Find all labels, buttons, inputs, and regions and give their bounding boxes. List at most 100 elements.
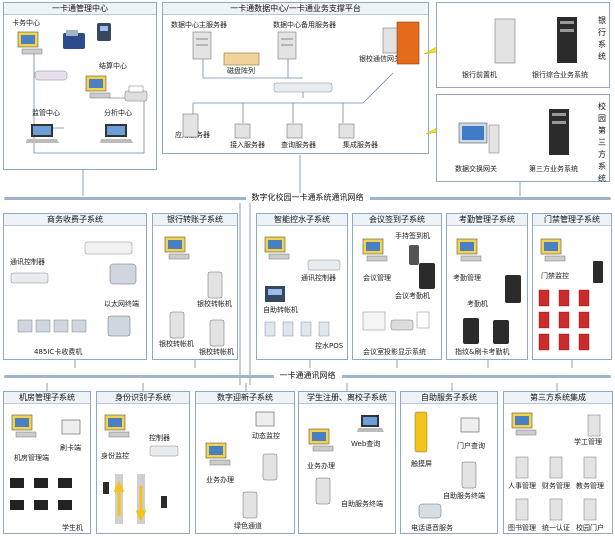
panel-title: 智能控水子系统 <box>257 214 347 226</box>
workstation-icon <box>456 238 482 262</box>
label-attendance-machine: 考勤机 <box>467 300 488 308</box>
label-transfer-2: 银校转帐机 <box>159 340 194 348</box>
monitor-icon <box>460 417 480 433</box>
card-management-center-panel: 一卡通管理中心 卡务中心 结算中心 监管中心 分析中心 <box>3 2 157 170</box>
label-third-business: 第三方业务系统 <box>529 165 578 173</box>
label-integration-server: 集成服务器 <box>343 141 378 149</box>
bank-system-panel: 银行系统 银行前置机 银行综合业务系统 <box>436 2 610 88</box>
handheld-device-icon <box>409 245 419 265</box>
label-identity-monitor: 身份监控 <box>101 452 129 460</box>
label-web-query: Web查询 <box>351 440 381 448</box>
kiosk-icon <box>207 271 223 299</box>
label-projection: 会议室投影显示系统 <box>363 348 426 356</box>
panel-title: 身份识别子系统 <box>97 392 189 404</box>
label-controller: 控制器 <box>149 434 170 442</box>
card-printer-icon <box>63 30 85 49</box>
laptop-icon <box>100 124 133 143</box>
panel-title: 银行转账子系统 <box>153 214 237 226</box>
label-water-controller: 通讯控制器 <box>301 274 336 282</box>
label-dynamic-monitor: 动态监控 <box>252 432 280 440</box>
server-icon <box>182 113 199 138</box>
door-access-subsystem-panel: 门禁管理子系统 门禁监控 <box>532 213 612 360</box>
meeting-checkin-subsystem-panel: 会议签到子系统 手持签到机 会议管理 会议考勤机 会议室投影显示系统 <box>352 213 442 360</box>
phone-icon <box>418 503 442 519</box>
label-meeting-attendance: 会议考勤机 <box>395 292 430 300</box>
switch-icon <box>273 82 333 93</box>
pos-terminal-icon <box>107 315 131 337</box>
disk-array-icon <box>223 52 260 66</box>
kiosk-icon <box>461 461 477 489</box>
label-data-exchange: 数据交换网关 <box>455 165 497 173</box>
card-network-band: 一卡通通讯网络 <box>0 369 615 383</box>
laptop-icon <box>26 124 59 143</box>
server-icon <box>286 123 303 139</box>
label-finance: 财务管理 <box>542 482 570 490</box>
server-icon <box>587 414 601 437</box>
label-self-terminal: 自助服务终端 <box>341 500 383 508</box>
attendance-machine-icon <box>419 263 435 289</box>
label-door-monitor: 门禁监控 <box>541 272 569 280</box>
label-water-pos: 控水POS <box>315 342 344 350</box>
label-touchscreen: 触摸屏 <box>411 460 432 468</box>
label-auth: 统一认证 <box>542 524 570 532</box>
printer-icon <box>124 85 148 102</box>
commerce-subsystem-panel: 商务收费子系统 通讯控制器 以太网终端 485IC卡收费机 <box>3 213 147 360</box>
machine-room-subsystem-panel: 机房管理子系统 机房管理端 刷卡端 学生机 <box>3 391 91 534</box>
monitor-icon <box>61 419 81 435</box>
panel-title: 第三方系统集成 <box>504 392 612 404</box>
label-card-service: 卡务中心 <box>12 19 40 27</box>
label-comm-controller: 通讯控制器 <box>10 258 45 266</box>
panel-title: 考勤管理子系统 <box>447 214 527 226</box>
laptop-icon <box>357 415 384 432</box>
kiosk-icon <box>315 477 331 505</box>
label-room-mgmt: 机房管理端 <box>14 454 49 462</box>
label-self-terminal: 自助服务终端 <box>443 492 485 500</box>
label-485-machine: 485IC卡收费机 <box>34 348 83 356</box>
water-pos-icon <box>264 321 330 337</box>
server-icon <box>277 31 297 60</box>
label-analysis: 分析中心 <box>104 109 132 117</box>
label-student-affairs: 学工管理 <box>574 438 602 446</box>
controller-icon <box>307 259 341 271</box>
workstation-icon <box>540 238 566 262</box>
workstation-icon <box>85 75 111 99</box>
label-bank-gateway: 银校通信网关 <box>359 55 401 63</box>
bank-server-icon <box>494 18 516 64</box>
panel-title: 学生注册、离校子系统 <box>299 392 395 404</box>
server-row-icon <box>515 456 597 479</box>
panel-title: 门禁管理子系统 <box>533 214 611 226</box>
label-settlement: 结算中心 <box>99 62 127 70</box>
transfer-machine-icon <box>265 286 285 302</box>
label-academic: 教务管理 <box>576 482 604 490</box>
controller-icon <box>149 445 179 457</box>
pos-terminal-icon <box>109 263 137 285</box>
label-bank-business: 银行综合业务系统 <box>532 71 588 79</box>
network-label: 数字化校园一卡通系统通讯网络 <box>245 193 370 202</box>
label-disk-array: 磁盘阵列 <box>227 67 255 75</box>
workstation-icon <box>458 122 500 154</box>
kiosk-icon <box>242 491 258 519</box>
label-phone-service: 电话语音服务 <box>411 524 453 532</box>
identity-subsystem-panel: 身份识别子系统 控制器 身份监控 <box>96 391 190 534</box>
label-ethernet-terminal: 以太网终端 <box>104 300 139 308</box>
label-business: 业务办理 <box>206 476 234 484</box>
workstation-icon <box>308 428 334 452</box>
label-library: 图书管理 <box>508 524 536 532</box>
gate-lane-icon <box>103 474 167 524</box>
kiosk-icon <box>262 453 278 481</box>
touchscreen-kiosk-icon <box>414 411 428 453</box>
router-icon <box>34 70 68 81</box>
attendance-subsystem-panel: 考勤管理子系统 考勤管理 考勤机 指纹&刷卡考勤机 <box>446 213 528 360</box>
panel-title-vertical: 校园第三方系统 <box>598 102 606 183</box>
panel-title: 自助服务子系统 <box>401 392 497 404</box>
kiosk-icon <box>169 311 185 339</box>
label-green-channel: 绿色通道 <box>234 522 262 530</box>
label-self-transfer: 自助转帐机 <box>263 306 298 314</box>
attendance-machine-icon <box>505 275 521 303</box>
monitor-icon <box>255 411 275 427</box>
server-icon <box>234 123 251 139</box>
bank-transfer-subsystem-panel: 银行转账子系统 银校转帐机 银校转帐机 银校转帐机 <box>152 213 238 360</box>
workstation-icon <box>205 442 231 466</box>
workstation-icon <box>17 31 43 55</box>
